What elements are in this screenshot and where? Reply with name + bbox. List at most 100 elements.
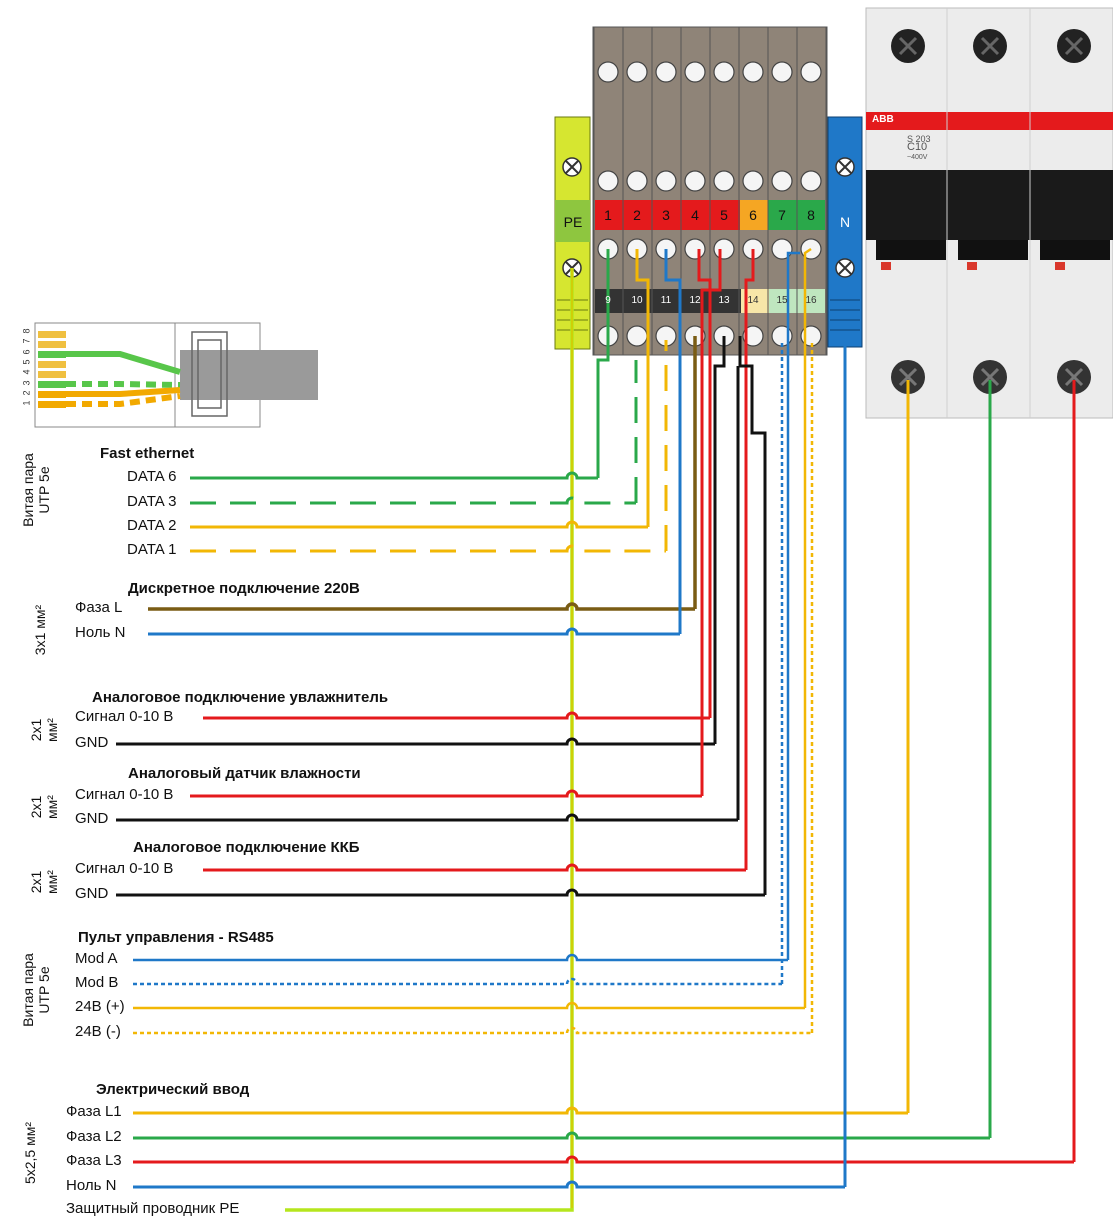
terminal-screw-icon [597,61,619,83]
wire-mod-b [133,977,782,986]
line-label-disc-1: Ноль N [75,624,126,641]
terminal-screw-icon [713,61,735,83]
line-label-kkb-0: Сигнал 0-10 В [75,860,174,877]
wire-24v-plus [133,1001,805,1010]
terminal-screw-icon [684,61,706,83]
line-label-pwr-0: Фаза L1 [66,1103,122,1120]
wire-data3 [190,496,636,505]
terminal-screw-icon [742,61,764,83]
terminal-screw-icon [684,238,706,260]
terminal-number-2: 2 [633,207,641,223]
terminal-number-9: 9 [605,295,611,306]
terminal-number-7: 7 [778,207,786,223]
cable-spec-eth: Витая пара UTP 5e [20,453,52,527]
terminal-screw-icon [742,170,764,192]
terminal-screw-icon [626,61,648,83]
wire-l1 [133,1106,908,1115]
wire-neutral-n-run [664,249,682,634]
wire-phase-l [148,602,695,611]
wire-l2 [133,1131,990,1140]
wire-signal-1 [203,711,710,720]
terminal-screw-icon [713,238,735,260]
terminal-screw-icon [742,325,764,347]
line-label-hum-0: Сигнал 0-10 В [75,708,174,725]
wire-gnd-3-run [738,336,767,895]
terminal-screw-icon [626,170,648,192]
wire-signal-3-run [744,249,755,870]
terminal-number-10: 10 [631,295,643,306]
wire-data6-run [596,249,610,478]
group-title-sens: Аналоговый датчик влажности [128,765,361,782]
terminal-number-8: 8 [807,207,815,223]
line-label-hum-1: GND [75,734,109,751]
terminal-number-4: 4 [691,207,699,223]
connector-pin-6: 6 [21,349,32,355]
terminal-number-3: 3 [662,207,670,223]
terminal-number-14: 14 [747,295,759,306]
connector-pin-3: 3 [21,379,32,386]
connector-pin-7: 7 [21,338,32,344]
wire-data6 [190,471,598,480]
wire-mod-a-run [786,251,800,960]
terminal-number-1: 1 [604,207,612,223]
line-label-pwr-3: Ноль N [66,1177,117,1194]
terminal-number-5: 5 [720,207,728,223]
line-label-eth-1: DATA 3 [127,493,177,510]
wire-24v-minus [133,1026,812,1035]
group-title-pwr: Электрический ввод [96,1081,250,1098]
line-label-disc-0: Фаза L [75,599,123,616]
line-label-rs-3: 24В (-) [75,1023,121,1040]
brand-logo: ABB [872,114,894,125]
terminal-screw-icon [771,61,793,83]
terminal-screw-icon [655,61,677,83]
connector-pin-2: 2 [21,390,32,396]
line-label-pwr-4: Защитный проводник PE [66,1200,240,1217]
wire-pe-in [285,1208,574,1212]
wire-n [133,1180,845,1189]
line-label-kkb-1: GND [75,885,109,902]
wire-signal-2-run [700,249,722,796]
circuit-breaker [865,7,1113,419]
terminal-screw-icon [771,170,793,192]
line-label-rs-0: Mod A [75,950,118,967]
group-title-rs: Пульт управления - RS485 [78,929,274,946]
rj45-connector-icon [34,322,318,428]
terminal-number-13: 13 [718,295,730,306]
connector-pin-1: 1 [21,400,32,406]
connector-pin-5: 5 [21,359,32,365]
wire-data2 [190,520,648,529]
line-label-pwr-2: Фаза L3 [66,1152,122,1169]
line-label-eth-2: DATA 2 [127,517,177,534]
terminal-number-6: 6 [749,207,757,223]
pe-label: PE [563,214,583,230]
wire-neutral-n [148,627,680,636]
cable-spec-sens: 2x1 мм² [28,795,60,819]
wire-data2-run [635,249,650,527]
terminal-screw-icon [800,170,822,192]
terminal-screw-icon [626,325,648,347]
terminal-number-16: 16 [805,295,817,306]
wire-mod-a [133,953,788,962]
line-label-eth-3: DATA 1 [127,541,177,558]
wire-gnd-1-run [713,336,726,744]
wire-signal-1-run [697,249,712,718]
wire-signal-3 [203,863,746,872]
cable-spec-hum: 2x1 мм² [28,718,60,742]
cable-spec-disc: 3x1 мм² [32,604,48,656]
terminal-number-15: 15 [776,295,788,306]
line-label-rs-1: Mod B [75,974,119,991]
terminal-screw-icon [684,170,706,192]
n-label: N [839,214,851,230]
terminal-screw-icon [713,170,735,192]
cable-spec-rs: Витая пара UTP 5e [20,953,52,1027]
terminal-number-12: 12 [689,295,701,306]
terminal-screw-icon [800,61,822,83]
breaker-model-2: C10 [907,141,928,153]
wires-and-terminals [116,27,1076,1212]
group-title-eth: Fast ethernet [100,445,195,462]
line-label-sens-0: Сигнал 0-10 В [75,786,174,803]
group-title-disc: Дискретное подключение 220В [128,580,360,597]
n-terminal-block [827,116,863,348]
connector-pin-4: 4 [21,369,32,375]
